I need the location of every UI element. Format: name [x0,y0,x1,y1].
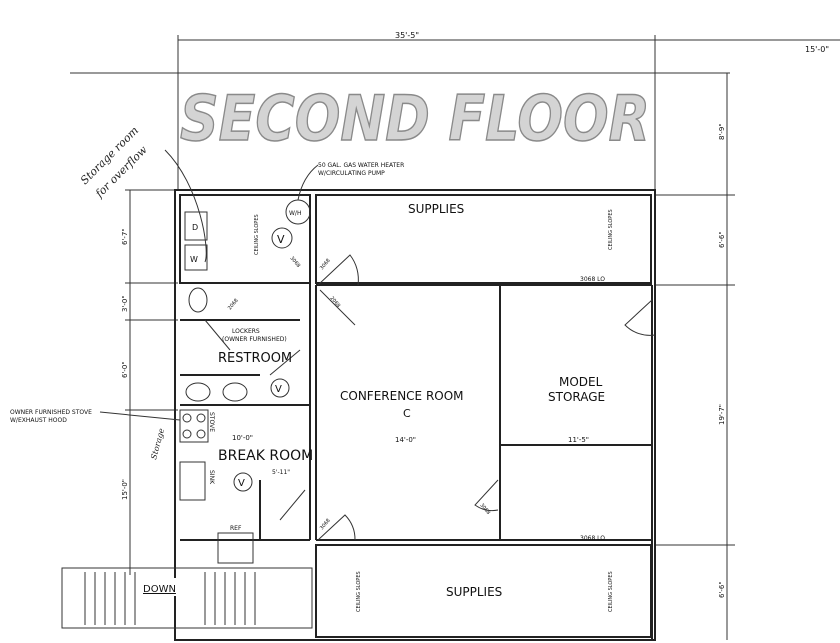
toilet-icon [188,287,208,313]
dim-break-sub: 5'-11" [272,469,290,476]
stove-label: STOVE [208,412,215,432]
water-heater-label: W/H [289,210,301,217]
room-label-model: MODEL [559,375,603,389]
dim-left-4: 15'-0" [121,479,129,500]
dryer-label: D [192,223,198,232]
sink-basin-icon [185,382,211,402]
dim-left-1: 6'-7" [121,228,129,245]
ceiling-slopes-note: CEILING SLOPES [356,571,362,612]
note-water-heater: 50 GAL. GAS WATER HEATER [318,162,404,169]
dimension-lines [70,35,840,640]
ceiling-slopes-note: CEILING SLOPES [608,571,614,612]
ref-label: REF [230,525,242,532]
washer-label: W [190,255,198,264]
kitchen-sink-icon [179,461,206,501]
door-tag: 3068 [478,502,491,516]
note-water-heater-2: W/CIRCULATING PUMP [318,170,385,177]
dim-right-1: 8'-9" [718,123,726,140]
vent-mark-icon [270,378,290,398]
door-tag: 3068 [288,255,301,269]
dim-left-3: 6'-0" [121,361,129,378]
dim-conference-width: 14'-0" [395,436,416,444]
door-tag: 2068 [227,298,240,312]
vent-mark: V [277,233,285,246]
dryer-icon [184,211,208,241]
note-lockers: LOCKERS [232,328,260,335]
refrigerator-icon [217,532,254,564]
note-stove-2: W/EXHAUST HOOD [10,417,67,424]
ceiling-slopes-note: CEILING SLOPES [254,214,260,255]
fixtures [179,199,311,564]
vent-mark-icon [271,227,293,249]
room-label-supplies-top: SUPPLIES [408,202,464,216]
note-lockers-2: (OWNER FURNISHED) [222,336,287,343]
washer-icon [184,244,208,271]
dim-top-main: 35'-5" [395,31,419,40]
handwritten-storage: Storage [149,427,166,460]
room-label-restroom: RESTROOM [218,351,292,366]
dim-break-width: 10'-0" [232,434,253,442]
watermark-title: SECOND FLOOR [180,82,650,155]
walls [174,189,656,641]
dim-right-4: 6'-6" [718,581,726,598]
door-tag: 3068 LO [580,535,605,542]
leader-line [164,149,207,263]
ceiling-slopes-note: CEILING SLOPES [608,209,614,250]
room-label-conference: CONFERENCE ROOM [340,389,464,403]
door-tag: 2068 [328,295,341,309]
room-label-break-room: BREAK ROOM [218,448,313,464]
stove-icon [179,409,209,443]
stairs-down-label: DOWN [143,584,176,595]
vent-mark-icon [233,472,253,492]
door-tag: 3068 [319,258,332,272]
dim-right-2: 6'-6" [718,231,726,248]
room-label-supplies-bottom: SUPPLIES [446,585,502,599]
vent-mark: V [275,384,282,395]
stairs-label-bg [140,578,200,596]
door-tag: 3068 LO [580,276,605,283]
room-label-storage: STORAGE [548,390,605,404]
doors [204,254,656,541]
conference-mark: C [403,407,411,420]
dim-right-3: 19'-7" [718,404,726,425]
leader-line [99,411,181,421]
dim-left-2: 3'-0" [121,295,129,312]
vent-mark: V [238,478,245,489]
dim-top-right: 15'-0" [805,45,829,54]
sink-label: SINK [208,470,215,485]
leader-line [297,164,319,201]
note-stove: OWNER FURNISHED STOVE [10,409,92,416]
dim-storage-width: 11'-5" [568,436,589,444]
sink-basin-icon [222,382,248,402]
stairs [61,567,313,629]
